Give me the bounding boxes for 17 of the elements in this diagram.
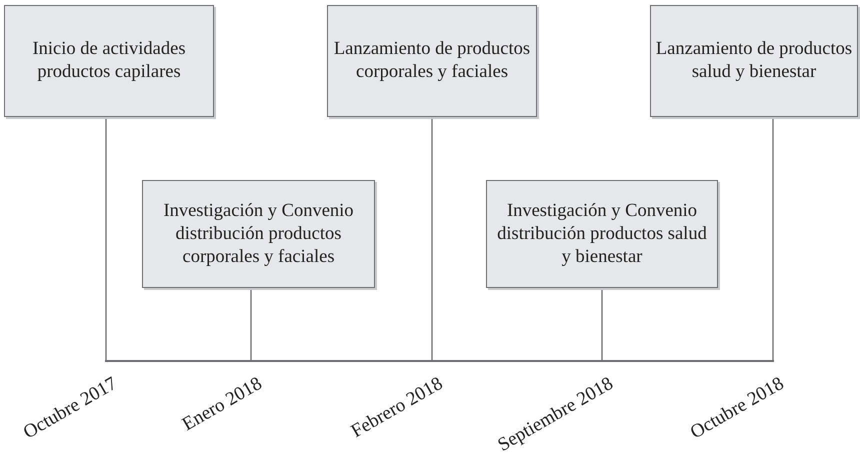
date-label: Enero 2018 — [178, 373, 266, 436]
connector-line — [601, 288, 603, 360]
connector-line — [431, 117, 433, 360]
event-text: Inicio de actividades productos capilares — [31, 38, 187, 84]
event-text: Investigación y Convenio distribución productos corporales y faciales — [162, 200, 355, 268]
event-text: Lanzamiento de productos salud y bienestar — [654, 38, 854, 84]
connector-line — [772, 117, 774, 360]
event-box — [486, 180, 718, 288]
connector-line — [250, 288, 252, 360]
connector-line — [105, 117, 107, 360]
event-text: Investigación y Convenio distribución productos salud y bienestar — [496, 200, 708, 268]
event-box — [650, 5, 858, 117]
event-box — [327, 5, 537, 117]
event-box — [142, 180, 375, 288]
timeline-bar — [105, 360, 774, 362]
event-text: Lanzamiento de productos corporales y faciales — [332, 38, 532, 84]
event-box — [4, 5, 214, 117]
